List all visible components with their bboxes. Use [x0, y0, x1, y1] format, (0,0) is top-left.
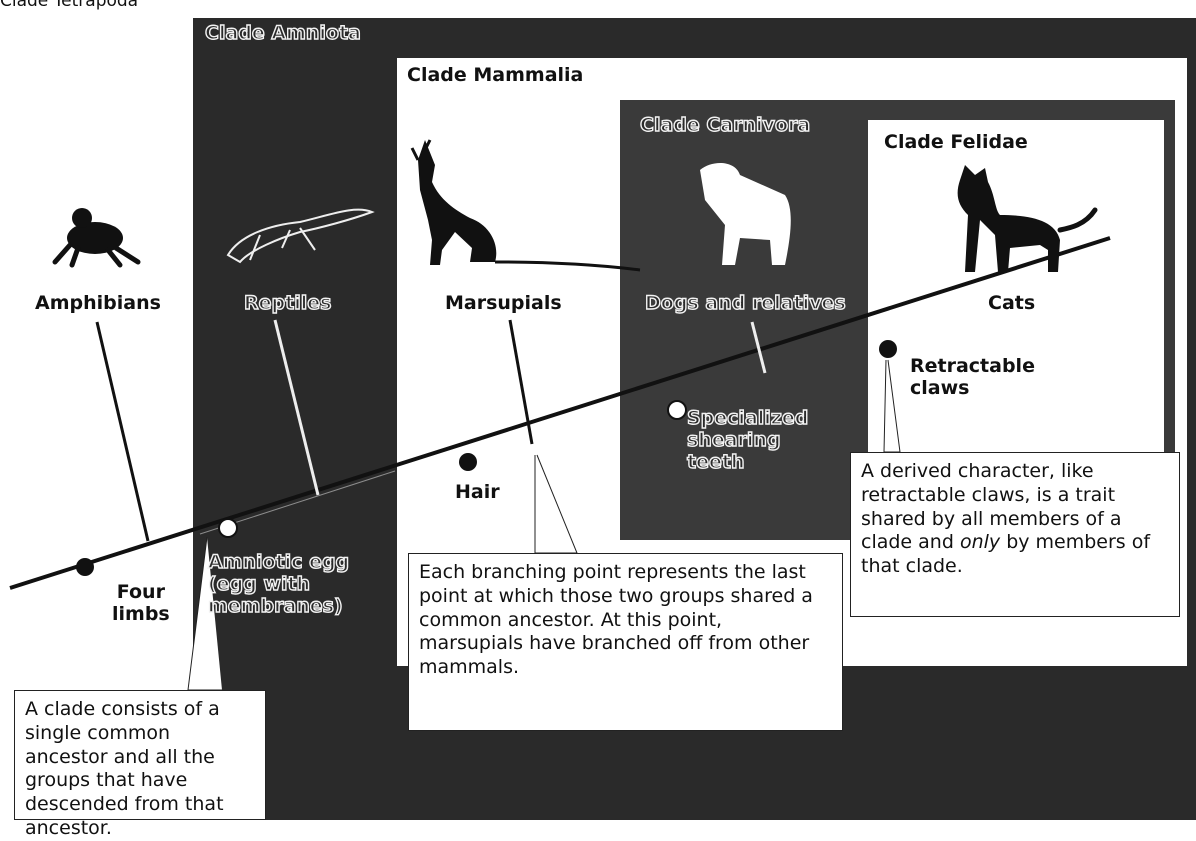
- node-hair: [459, 453, 477, 471]
- node-retractable-claws: [879, 340, 897, 358]
- frog-icon: [55, 208, 138, 265]
- pointer-branch-caption: [535, 455, 577, 553]
- branch-amphibians: [97, 322, 148, 541]
- pointer-derived-caption: [884, 360, 900, 452]
- node-specialized-teeth: [668, 401, 686, 419]
- caption-derived-character: A derived character, like retractable cl…: [850, 452, 1180, 617]
- label-specialized-teeth: Specialized shearing teeth: [687, 408, 808, 474]
- label-amphibians: Amphibians: [35, 293, 161, 315]
- kangaroo-icon: [412, 140, 640, 270]
- node-amniotic-egg: [219, 519, 237, 537]
- cat-icon: [958, 165, 1095, 272]
- label-hair: Hair: [455, 482, 500, 504]
- label-cats: Cats: [988, 293, 1035, 315]
- label-retractable-claws: Retractable claws: [910, 356, 1035, 400]
- label-four-limbs: Four limbs: [112, 582, 170, 626]
- label-marsupials: Marsupials: [445, 293, 562, 315]
- label-amniotic-egg: Amniotic egg (egg with membranes): [208, 552, 349, 618]
- branch-reptiles: [275, 320, 318, 495]
- cladogram-diagram: Clade Tetrapoda Clade Amniota Clade Mamm…: [0, 0, 1196, 818]
- lizard-icon: [228, 210, 372, 262]
- label-dogs-and-relatives: Dogs and relatives: [645, 293, 846, 315]
- dog-icon: [700, 163, 791, 265]
- caption-clade-definition: A clade consists of a single common ance…: [14, 690, 266, 820]
- caption-branching-point: Each branching point represents the last…: [408, 553, 843, 731]
- node-four-limbs: [76, 558, 94, 576]
- label-reptiles: Reptiles: [244, 293, 331, 315]
